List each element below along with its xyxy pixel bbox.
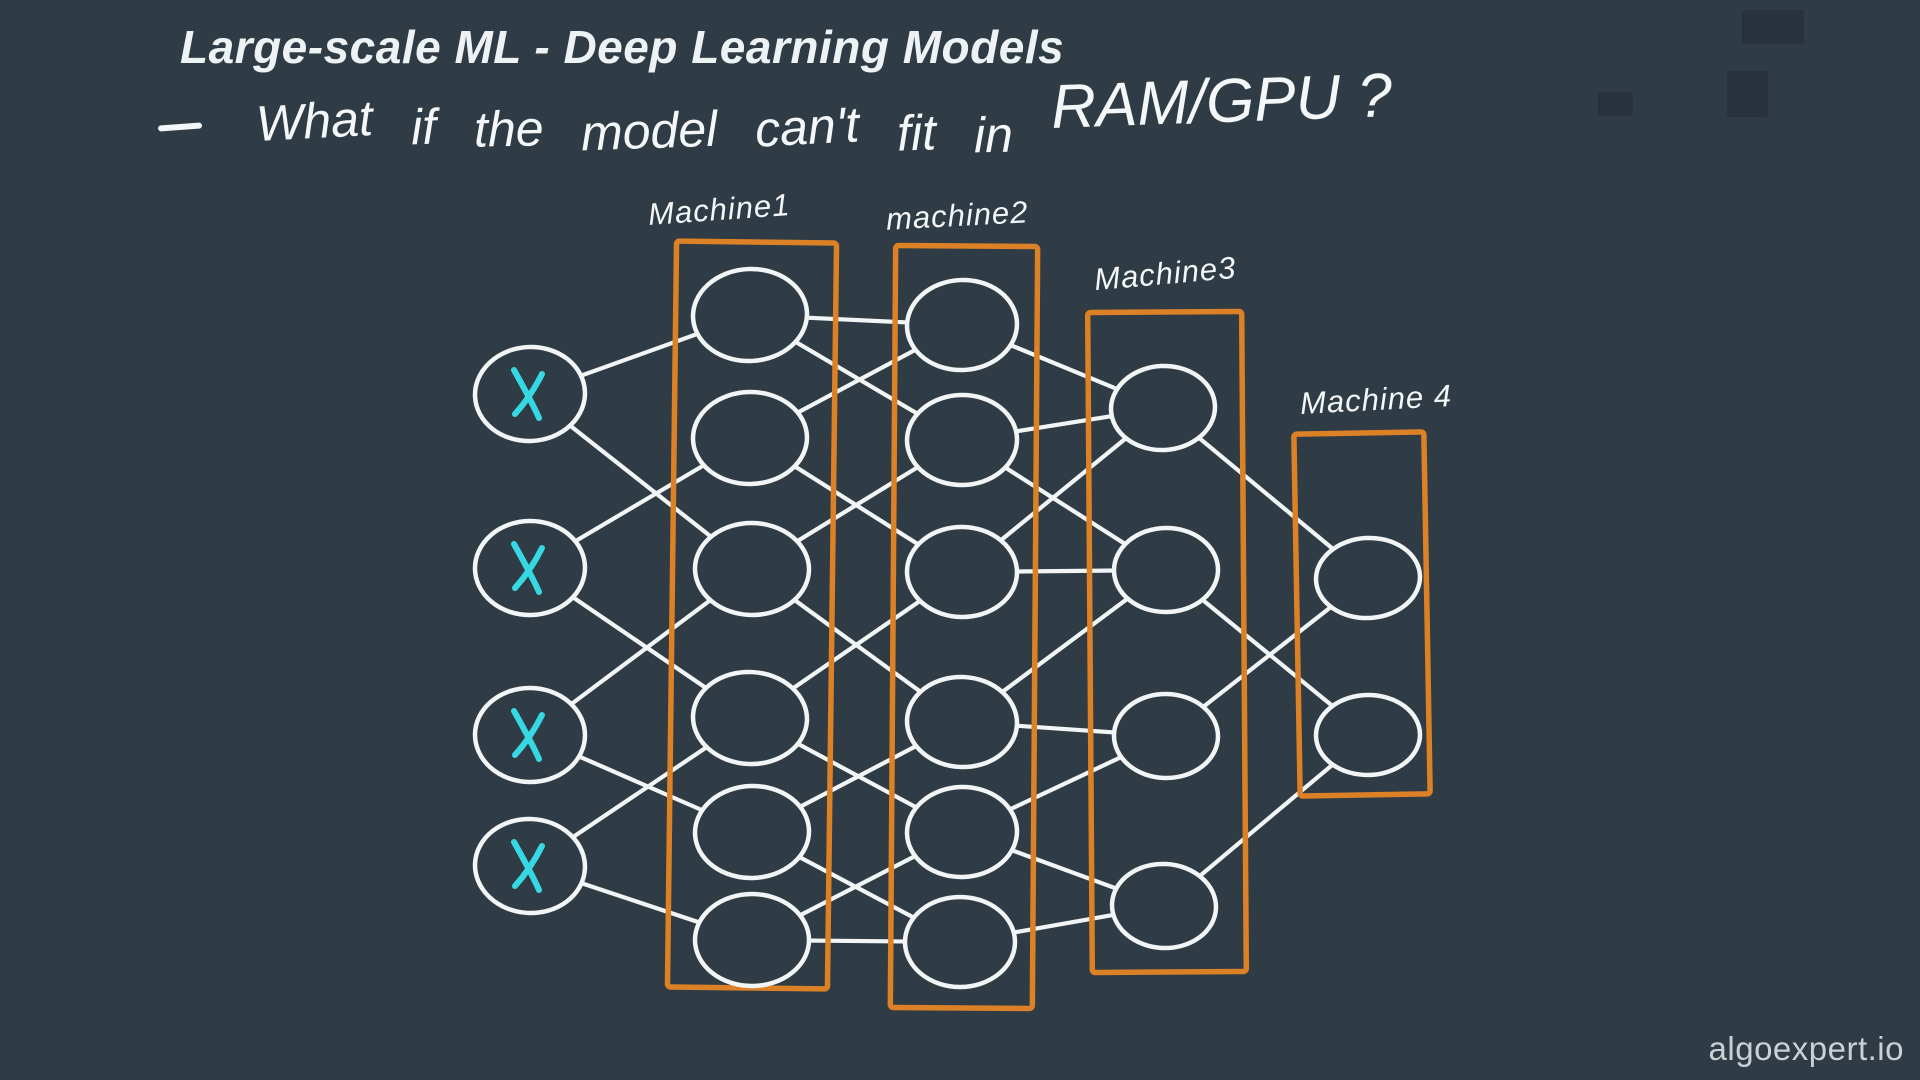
neuron-node: [1108, 363, 1218, 453]
neuron-node: [902, 894, 1018, 990]
neuron-node: [904, 784, 1020, 880]
video-ui-artifact: [1598, 92, 1633, 116]
neuron-node: [690, 389, 810, 487]
slide-title: Large-scale ML - Deep Learning Models: [180, 21, 1065, 73]
machine-box: [1084, 308, 1250, 976]
neuron-node: [904, 674, 1020, 770]
network-nodes: [472, 266, 1423, 990]
neuron-node: [692, 783, 812, 881]
input-x-stroke: [512, 545, 545, 591]
neuron-node: [904, 392, 1020, 488]
neuron-node: [1111, 525, 1221, 615]
neuron-node: [1109, 861, 1219, 951]
machine-box: [1291, 429, 1433, 799]
watermark-algoexpert: algoexpert.io: [1708, 1030, 1904, 1067]
neuron-node: [1111, 691, 1221, 781]
neuron-node: [690, 669, 810, 767]
neuron-node: [904, 277, 1020, 373]
neuron-node: [692, 891, 812, 989]
machine-boxes: [664, 238, 1433, 1012]
machine-box: [887, 242, 1041, 1012]
input-x-marks: [511, 367, 545, 893]
video-ui-artifact: [1727, 71, 1768, 117]
machine2-label: machine2: [885, 194, 1030, 237]
neuron-node: [690, 266, 810, 364]
neuron-node: [904, 524, 1020, 620]
input-x-stroke: [512, 371, 545, 417]
neuron-node: [1313, 535, 1423, 621]
neuron-node: [1313, 692, 1423, 778]
input-x-stroke: [512, 843, 545, 889]
neuron-node: [692, 520, 812, 618]
video-ui-artifact: [1742, 10, 1804, 44]
input-x-stroke: [512, 712, 545, 758]
